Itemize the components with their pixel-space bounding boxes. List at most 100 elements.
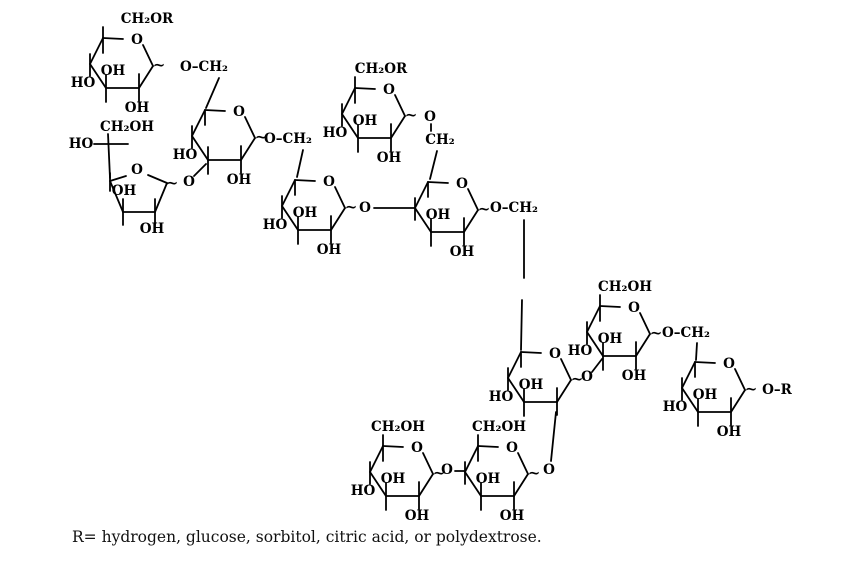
ring-bond (89, 63, 107, 89)
figure-caption: R= hydrogen, glucose, sorbitol, citric a… (72, 528, 542, 546)
o-bridge-9: O (543, 462, 555, 478)
ring-bond (517, 452, 529, 475)
ring-bond (734, 368, 746, 391)
o-ch2-bridge-7: O–CH₂ (662, 325, 710, 341)
anomeric-squiggle: ~ (745, 380, 758, 398)
ring-bond (464, 471, 482, 497)
ring-bond (681, 387, 699, 413)
ho-left-label: HO (489, 389, 514, 405)
side-chain-ch2oh: CH₂OH (100, 119, 154, 135)
anomeric-squiggle: ~ (255, 128, 268, 146)
ch2-top-label: CH₂OH (371, 419, 425, 435)
ring-oxygen-label: O (131, 162, 143, 178)
ring-bond (244, 116, 256, 139)
oh-inside-label: OH (293, 205, 318, 221)
anomeric-squiggle: ~ (571, 370, 584, 388)
ring-bond (560, 358, 572, 381)
ring-bond (341, 87, 356, 115)
ring-bond (334, 186, 346, 209)
ring-bond (639, 312, 651, 335)
ring-bond (586, 331, 604, 357)
ring-bond (463, 209, 479, 233)
ring-bond (240, 137, 256, 161)
ring-bond (414, 181, 429, 209)
glycosidic-bond (520, 299, 523, 351)
oh-below-label: OH (405, 508, 430, 524)
ring-bond (520, 351, 542, 354)
anomeric-squiggle: ~ (650, 324, 663, 342)
ring-bond (586, 305, 601, 333)
glycosidic-bond (205, 77, 220, 109)
anomeric-squiggle: ~ (166, 174, 179, 192)
ring-bond (394, 94, 406, 117)
ring-bond (147, 174, 168, 184)
oh-inside-label: OH (598, 331, 623, 347)
side-chain-ho: HO (69, 136, 94, 152)
glycosidic-bond (695, 342, 698, 361)
oh-below-label: OH (622, 368, 647, 384)
anomeric-squiggle: ~ (345, 198, 358, 216)
ch2-top-label: CH₂OH (598, 279, 652, 295)
ring-bond (354, 87, 376, 90)
oh-below-label: OH (125, 100, 150, 116)
ch2-top-label: CH₂OR (355, 61, 408, 77)
oh-below-label: OH (500, 508, 525, 524)
ring-oxygen-label: O (456, 176, 468, 192)
oh-below-label: OH (140, 221, 165, 237)
ring-bond (422, 452, 434, 475)
ring-bond (382, 445, 404, 448)
ring-bond (281, 205, 299, 231)
ring-bond (369, 445, 384, 473)
ch2-bridge-4: CH₂ (425, 132, 454, 148)
ring-bond (109, 180, 124, 213)
anomeric-squiggle: ~ (433, 464, 446, 482)
o-ch2-bridge-2: O–CH₂ (264, 131, 312, 147)
ring-oxygen-label: O (628, 300, 640, 316)
ring-bond (281, 179, 296, 207)
oh-below-label: OH (317, 242, 342, 258)
oh-inside-label: OH (426, 207, 451, 223)
glycosidic-bond (107, 133, 111, 179)
anomeric-squiggle: ~ (405, 106, 418, 124)
ring-bond (341, 113, 359, 139)
o-bridge-10: O (183, 174, 195, 190)
ring-oxygen-label: O (323, 174, 335, 190)
glycosidic-bond (591, 358, 603, 373)
ring-bond (390, 115, 406, 139)
ring-bond (414, 207, 432, 233)
oh-below-label: OH (450, 244, 475, 260)
glycosidic-bond (429, 150, 438, 180)
ring-bond (427, 181, 449, 184)
ring-bond (464, 445, 479, 473)
ho-left-label: HO (173, 147, 198, 163)
ring-oxygen-label: O (233, 104, 245, 120)
oh-inside-label: OH (693, 387, 718, 403)
ring-bond (730, 389, 746, 413)
ho-left-label: HO (351, 483, 376, 499)
oh-inside-label: OH (353, 113, 378, 129)
ring-bond (89, 37, 104, 65)
oh-inside-label: OH (381, 471, 406, 487)
ring-bond (191, 109, 206, 137)
oh-inside-label: OH (519, 377, 544, 393)
ring-bond (694, 361, 716, 364)
ring-bond (102, 37, 124, 40)
ring-bond (681, 361, 696, 389)
oh-inside-label: OH (101, 63, 126, 79)
glycosidic-bond (193, 163, 207, 177)
o-bridge-8: O (441, 462, 453, 478)
o-ch2-bridge-1: O–CH₂ (180, 59, 228, 75)
oh-inside-label: OH (476, 471, 501, 487)
ring-bond (142, 44, 154, 67)
ring-oxygen-label: O (723, 356, 735, 372)
